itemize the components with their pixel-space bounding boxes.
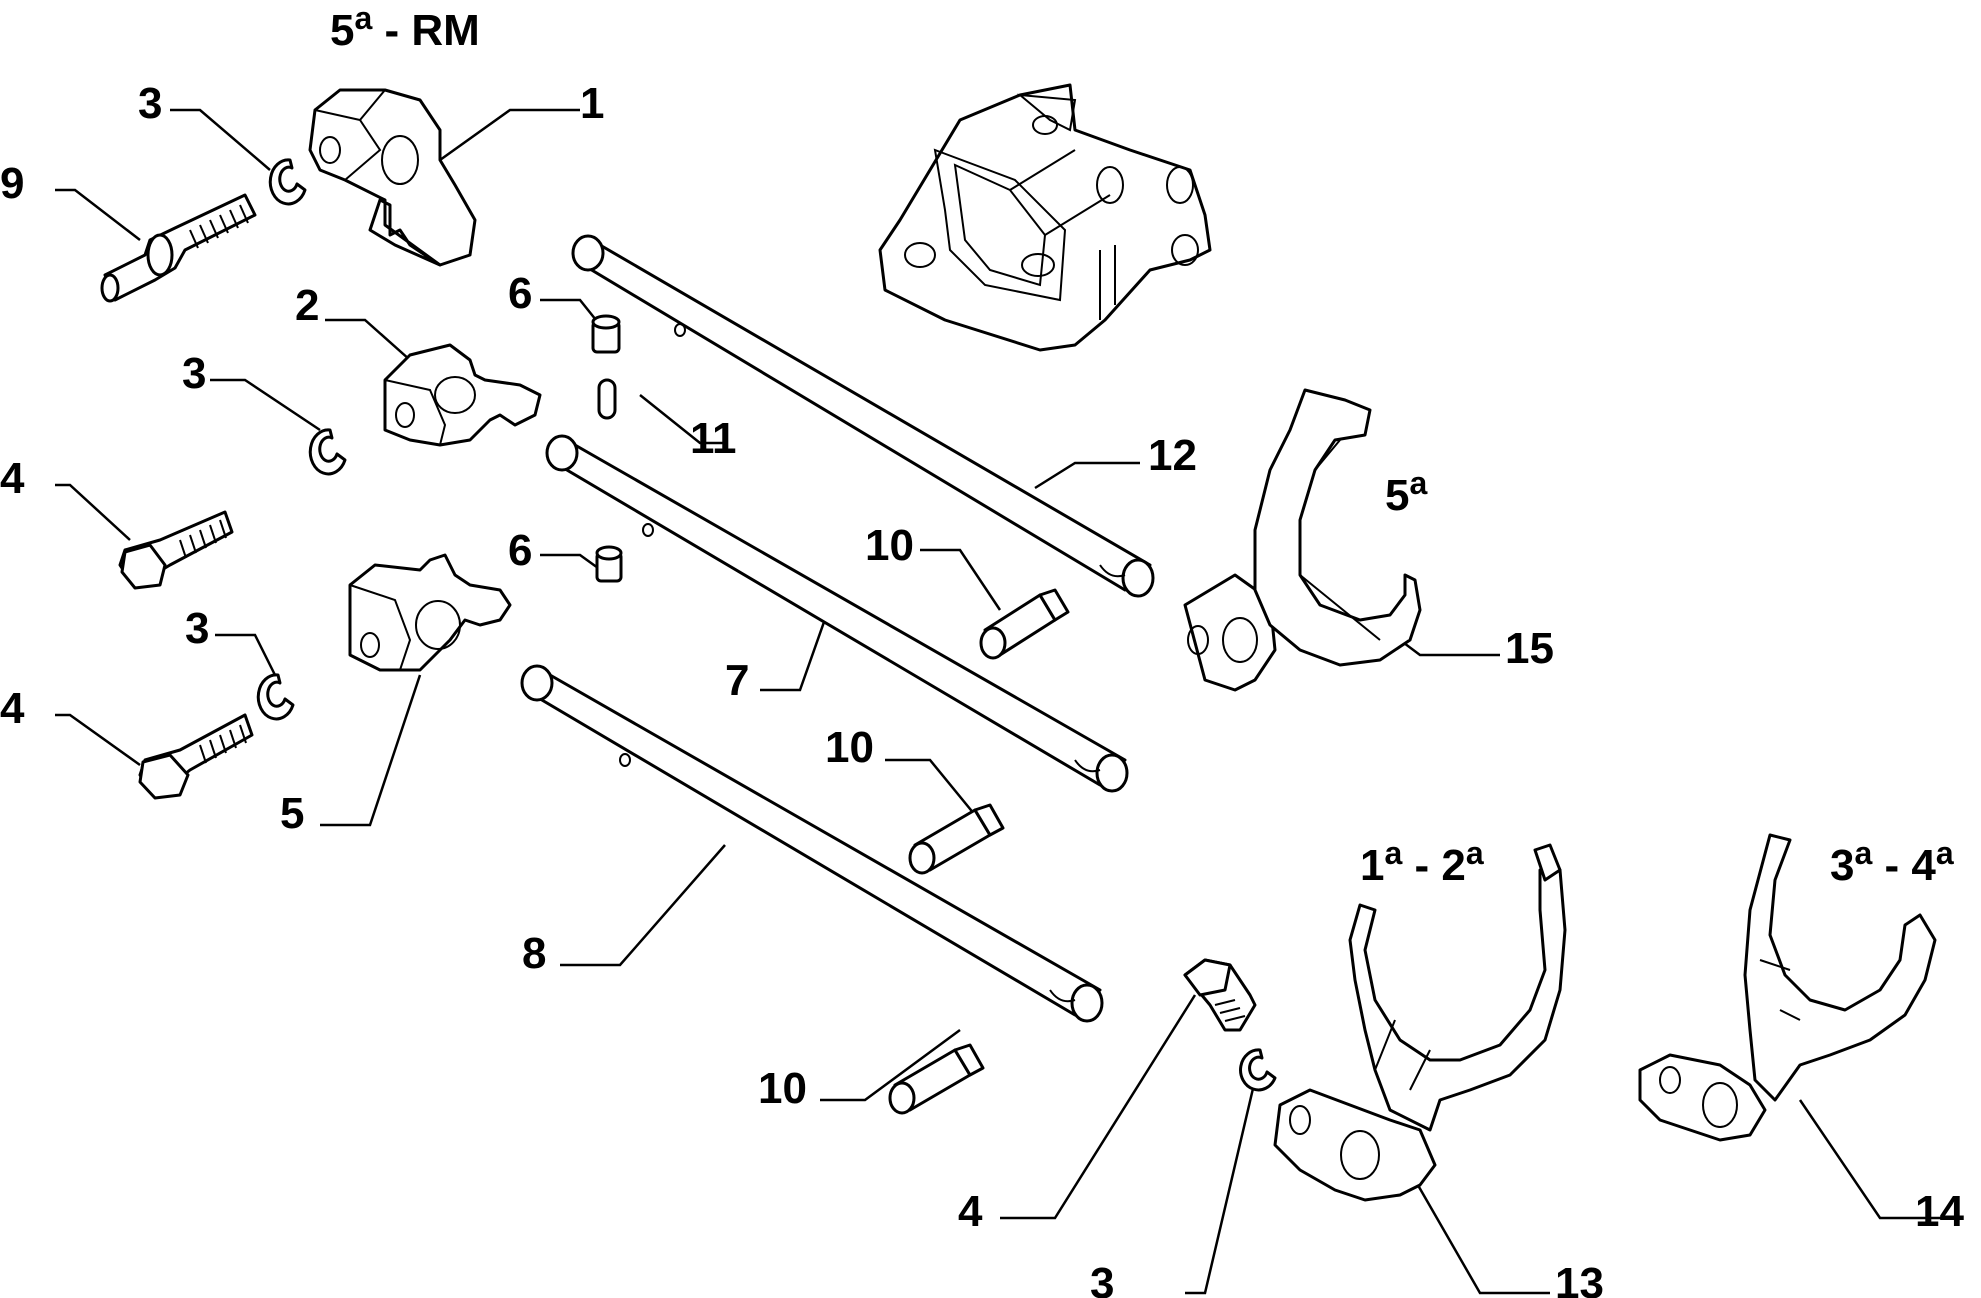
gear-label-5: 5a <box>1385 465 1427 520</box>
callout-3-b: 3 <box>182 349 206 398</box>
callout-8: 8 <box>522 929 546 978</box>
callout-3-d: 3 <box>1090 1259 1114 1298</box>
callout-12: 12 <box>1148 431 1197 480</box>
callout-10-b: 10 <box>825 723 874 772</box>
bolt-4a <box>118 510 234 590</box>
callout-14: 14 <box>1915 1187 1964 1236</box>
dowel-pin-6a <box>591 314 621 354</box>
callout-7: 7 <box>725 656 749 705</box>
stepped-screw-9 <box>100 193 257 303</box>
dowel-pin-6b <box>595 545 623 583</box>
selector-housing <box>878 83 1212 352</box>
callout-2: 2 <box>295 281 319 330</box>
gear-label-5-rm: 5a - RM <box>330 0 480 55</box>
gear-label-3-4: 3a - 4a <box>1830 835 1954 890</box>
callout-labels: 1 2 3 3 3 3 4 4 4 5 6 6 7 8 9 10 10 10 1… <box>0 79 1964 1298</box>
callout-4-c: 4 <box>958 1187 983 1236</box>
selector-head-1 <box>308 88 477 267</box>
callout-3-c: 3 <box>185 604 209 653</box>
shift-fork-13 <box>1273 843 1567 1202</box>
roll-pin-11 <box>597 378 617 420</box>
shift-fork-15 <box>1183 388 1422 692</box>
detent-plunger-10b <box>908 803 1005 875</box>
callout-9: 9 <box>0 159 24 208</box>
callout-3-a: 3 <box>138 79 162 128</box>
shift-rod-8 <box>520 664 1104 1023</box>
shift-rod-7 <box>545 434 1129 793</box>
callout-15: 15 <box>1505 624 1554 673</box>
callout-6-a: 6 <box>508 269 532 318</box>
callout-4-b: 4 <box>0 684 25 733</box>
selector-head-2 <box>383 343 542 447</box>
callout-10-a: 10 <box>865 521 914 570</box>
selector-head-5 <box>348 553 512 672</box>
detent-plunger-10a <box>979 588 1070 660</box>
shift-rod-12 <box>571 234 1155 598</box>
circlip-3 <box>256 673 295 721</box>
callout-10-c: 10 <box>758 1064 807 1113</box>
callout-6-b: 6 <box>508 526 532 575</box>
circlip-4 <box>1239 1048 1277 1092</box>
circlip-1 <box>268 158 307 206</box>
shift-fork-14 <box>1638 833 1937 1142</box>
callout-1: 1 <box>580 79 604 128</box>
detent-plunger-10c <box>888 1043 985 1115</box>
leader-lines <box>55 108 1960 1295</box>
callout-11: 11 <box>690 414 737 463</box>
callout-4-a: 4 <box>0 454 25 503</box>
bolt-4b <box>138 713 254 800</box>
gear-label-1-2: 1a - 2a <box>1360 835 1484 890</box>
gear-labels: 5a - RM 5a 1a - 2a 3a - 4a <box>330 0 1954 890</box>
callout-13: 13 <box>1555 1259 1604 1298</box>
circlip-2 <box>308 428 347 476</box>
bolt-4c <box>1183 958 1257 1032</box>
callout-5: 5 <box>280 789 304 838</box>
